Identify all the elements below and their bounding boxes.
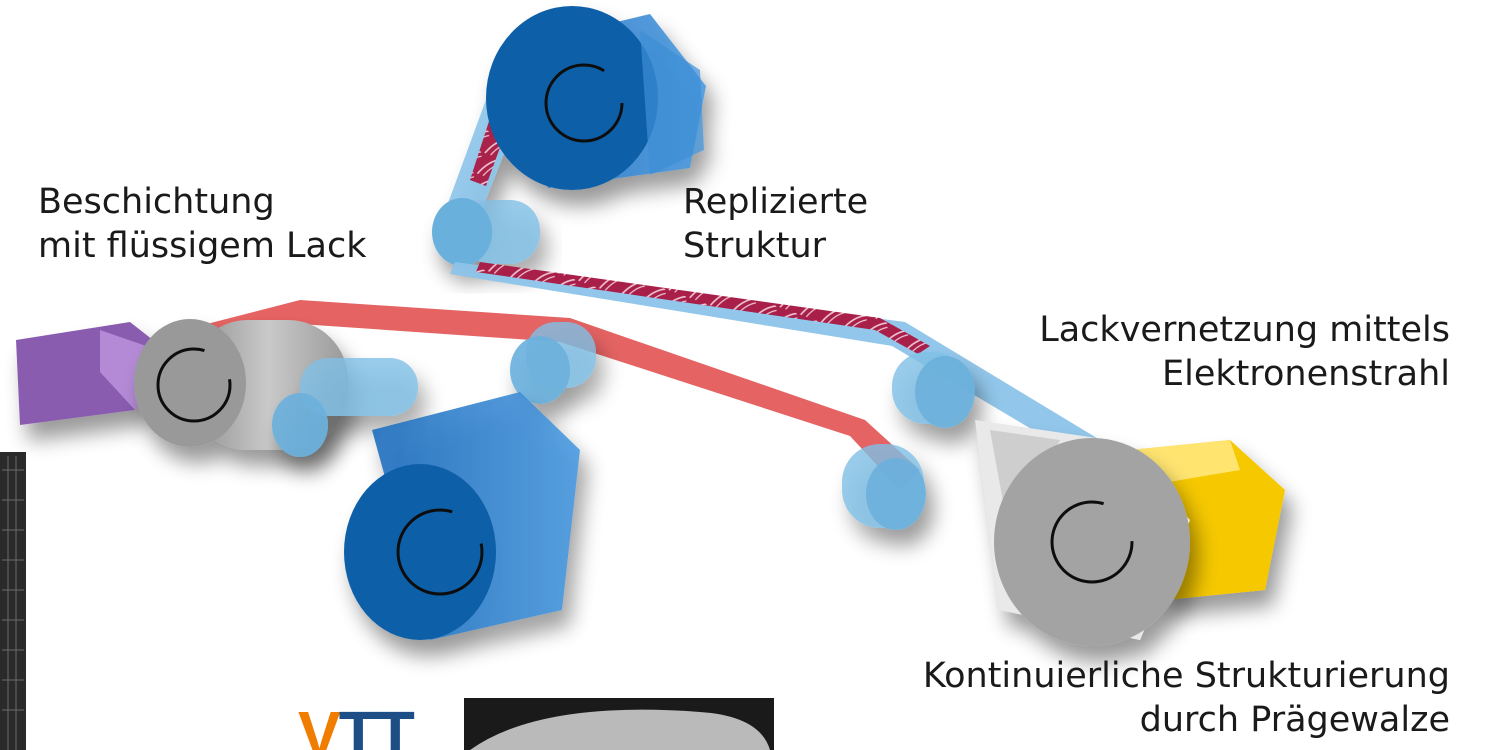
vtt-logo-v: V [298, 706, 339, 750]
background-photo-left [0, 452, 26, 750]
take-up-roll [344, 392, 580, 640]
upper-guide-roller [432, 198, 540, 266]
structuring-label: Kontinuierliche Strukturierung durch Prä… [923, 654, 1450, 742]
curing-label: Lackvernetzung mittels Elektronenstrahl [1039, 308, 1450, 396]
coating-label: Beschichtung mit flüssigem Lack [38, 180, 367, 268]
vtt-logo-tt: TT [339, 706, 413, 750]
vtt-logo-text: VTT [298, 706, 458, 750]
vtt-logo [464, 698, 774, 750]
replicated-structure-label: Replizierte Struktur [683, 180, 868, 268]
